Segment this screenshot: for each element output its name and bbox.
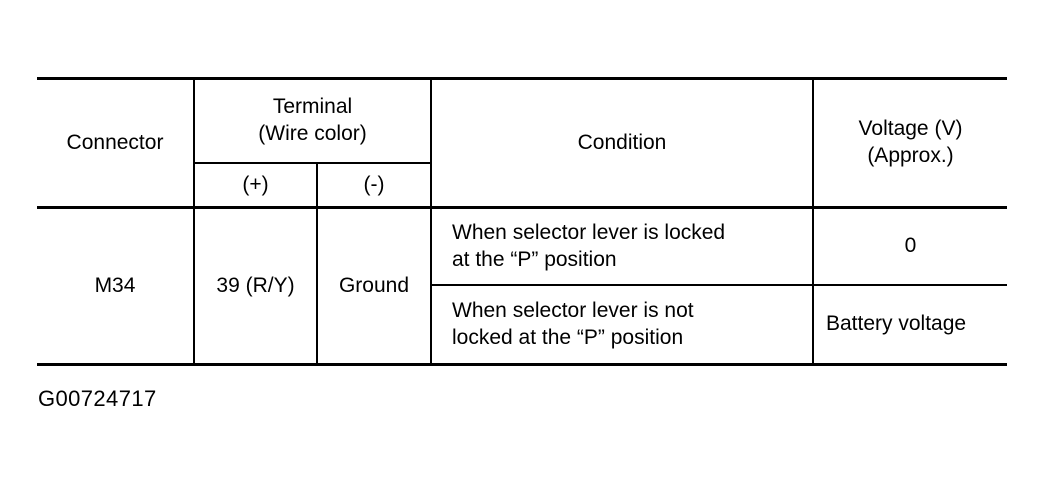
terminal-column-divider (430, 77, 432, 366)
cell-voltage-1: 0 (904, 234, 917, 258)
header-condition: Condition (577, 130, 667, 154)
header-voltage: Voltage (V) (Approx.) (814, 80, 1007, 206)
header-terminal-line1: Terminal (272, 95, 353, 119)
condition-row-divider (430, 284, 1007, 286)
table-bottom-border (37, 363, 1007, 366)
terminal-subheader-rule (193, 162, 430, 164)
terminal-voltage-table: Connector Terminal (Wire color) (+) (-) … (37, 77, 1007, 366)
table-top-border (37, 77, 1007, 80)
header-connector: Connector (66, 130, 164, 154)
cell-terminal-positive-value: 39 (R/Y) (216, 273, 295, 297)
cell-condition-1: When selector lever is locked at the “P”… (432, 209, 812, 284)
cell-condition-1-line1: When selector lever is locked (452, 220, 726, 244)
header-voltage-line2: (Approx.) (867, 144, 954, 167)
cell-connector-value: M34 (94, 273, 136, 297)
cell-terminal-negative-value: Ground (338, 273, 410, 297)
cell-condition-2: When selector lever is not locked at the… (432, 286, 812, 363)
polarity-column-divider (316, 162, 318, 366)
voltage-column-divider (812, 77, 814, 366)
header-terminal-line2: (Wire color) (258, 122, 367, 145)
header-terminal-positive: (+) (242, 172, 269, 196)
connector-column-divider (193, 77, 195, 366)
header-voltage-line1: Voltage (V) (858, 117, 963, 141)
cell-condition-2-line2: locked at the “P” position (452, 325, 684, 349)
cell-condition-1-line2: at the “P” position (452, 247, 617, 271)
header-terminal-negative: (-) (363, 172, 385, 196)
header-terminal: Terminal (Wire color) (195, 80, 430, 162)
cell-condition-2-line1: When selector lever is not (452, 298, 694, 322)
figure-caption: G00724717 (38, 386, 157, 411)
cell-voltage-2: Battery voltage (826, 312, 967, 336)
header-body-divider (37, 206, 1007, 209)
